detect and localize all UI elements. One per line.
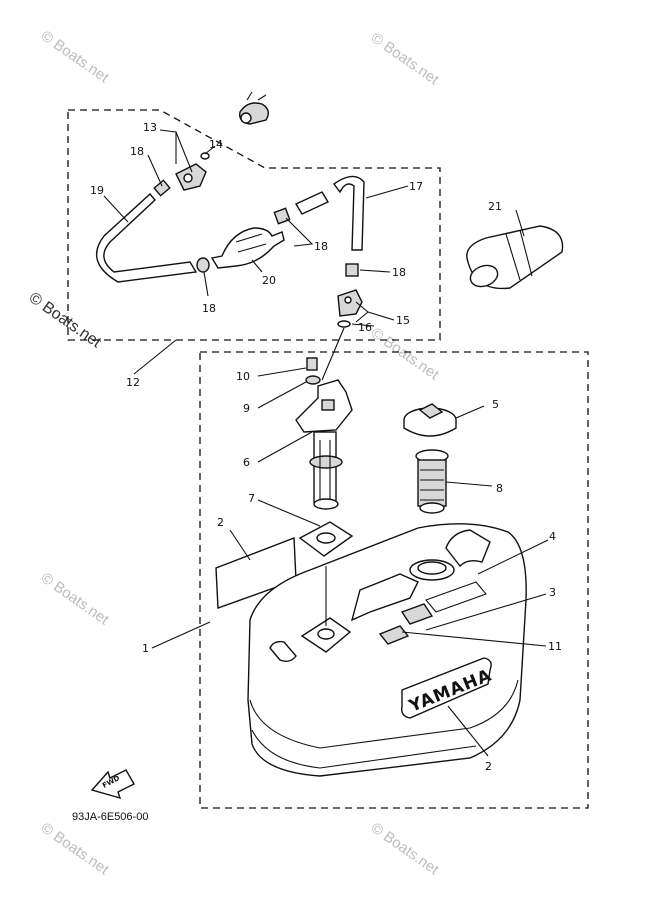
fuel-pickup-assembly-6	[295, 379, 353, 510]
callout-11: 11	[548, 640, 562, 653]
gasket-7	[298, 521, 354, 557]
watermark: © Boats.net	[368, 29, 443, 88]
callout-20: 20	[262, 274, 276, 287]
washer-9	[305, 375, 321, 385]
callout-18: 18	[130, 145, 144, 158]
callout-18: 18	[202, 302, 216, 315]
callout-5: 5	[492, 398, 499, 411]
callout-12: 12	[126, 376, 140, 389]
fuel-hose-17	[333, 175, 365, 251]
callout-8: 8	[496, 482, 503, 495]
screw-10	[306, 357, 318, 371]
callout-21: 21	[488, 200, 502, 213]
tank-group-outline	[199, 351, 589, 809]
callout-4: 4	[549, 530, 556, 543]
callout-9: 9	[243, 402, 250, 415]
callout-14: 14	[209, 138, 223, 151]
hose-clamp-18-b	[196, 257, 210, 273]
o-ring-14	[200, 152, 210, 160]
callout-16: 16	[358, 321, 372, 334]
o-ring-16	[337, 320, 351, 328]
connect-line	[321, 327, 345, 381]
callout-7: 7	[248, 492, 255, 505]
fuel-tank-1	[247, 523, 527, 777]
callouts: 13 14 18 19 17 21 18 20 18 18 15 16 12 1…	[90, 121, 562, 773]
callout-2: 2	[217, 516, 224, 529]
callout-18: 18	[314, 240, 328, 253]
callout-2: 2	[485, 760, 492, 773]
watermark: © Boats.net	[38, 27, 113, 86]
callout-1: 1	[142, 642, 149, 655]
fuel-connector-13	[175, 163, 207, 191]
hose-connector-part	[239, 91, 269, 125]
hose-cover-21	[466, 225, 564, 290]
callout-18: 18	[392, 266, 406, 279]
watermark: © Boats.net	[38, 819, 113, 878]
fuel-joint-15	[337, 289, 363, 317]
hose-kit-group-outline	[67, 109, 441, 341]
part-code: 93JA-6E506-00	[72, 811, 148, 823]
callout-15: 15	[396, 314, 410, 327]
watermark: © Boats.net	[368, 819, 443, 878]
callout-17: 17	[409, 180, 423, 193]
callout-13: 13	[143, 121, 157, 134]
callout-19: 19	[90, 184, 104, 197]
leader-lines	[103, 129, 549, 757]
fuel-filter-8	[415, 449, 449, 514]
callout-6: 6	[243, 456, 250, 469]
watermark: © Boats.net	[368, 324, 443, 383]
forward-direction-arrow	[90, 769, 135, 800]
primer-bulb-20	[210, 227, 285, 269]
watermark-dark: © Boats.net	[26, 289, 105, 351]
short-hose	[294, 191, 330, 215]
hose-clamp-18-a	[153, 179, 171, 197]
hose-clamp-18-d	[345, 263, 359, 277]
filler-cap-5	[403, 403, 457, 437]
watermark: © Boats.net	[38, 569, 113, 628]
callout-3: 3	[549, 586, 556, 599]
fuel-hose-19	[95, 192, 198, 283]
hose-clamp-18-c	[273, 207, 291, 225]
callout-10: 10	[236, 370, 250, 383]
